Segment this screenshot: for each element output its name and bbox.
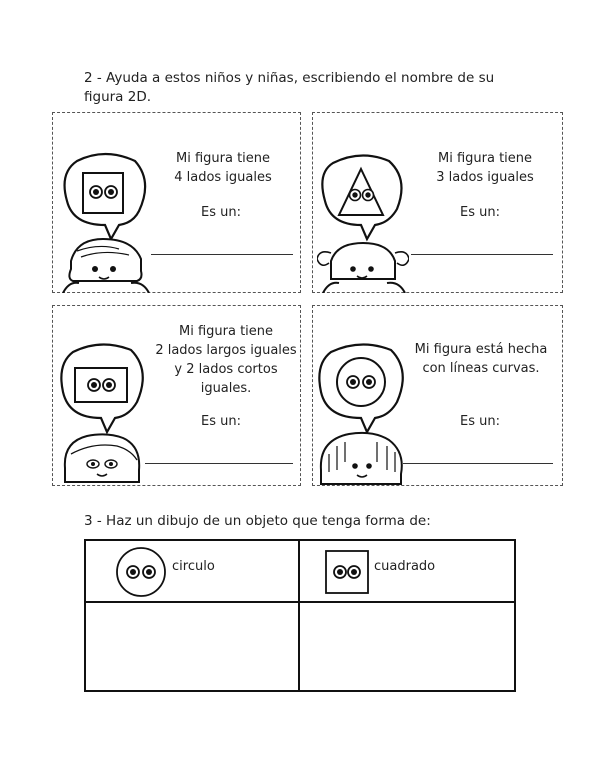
card-line: Mi figura está hecha (414, 342, 548, 357)
header-cell-square: cuadrado (298, 539, 516, 603)
card-line: Mi figura tiene (178, 324, 274, 339)
card-line: Mi figura tiene (437, 151, 533, 166)
drawing-area-circle[interactable] (84, 601, 300, 692)
question-3: 3 - Haz un dibujo de un objeto que tenga… (84, 513, 431, 529)
shape-label-cuadrado: cuadrado (374, 559, 436, 574)
card-triangle: Mi figura tiene 3 lados iguales Es un: (312, 112, 563, 293)
answer-label: Es un: (460, 414, 500, 429)
child-with-triangle-icon (317, 154, 409, 293)
drawing-area-square[interactable] (298, 601, 516, 692)
card-line: y 2 lados cortos (174, 362, 278, 377)
card-line: 2 lados largos iguales (155, 343, 297, 358)
card-text: Mi figura tiene 3 lados iguales (415, 149, 555, 187)
card-circle: Mi figura está hecha con líneas curvas. … (312, 305, 563, 486)
square-face-icon (325, 550, 369, 594)
card-line: Mi figura tiene (175, 151, 271, 166)
question-2-line-1: 2 - Ayuda a estos niños y niñas, escribi… (84, 70, 495, 86)
card-line: 3 lados iguales (436, 170, 534, 185)
card-square: Mi figura tiene 4 lados iguales Es un: (52, 112, 301, 293)
question-2-line-2: figura 2D. (84, 89, 152, 105)
header-cell-circle: circulo (84, 539, 300, 603)
shape-label-circulo: circulo (172, 559, 215, 574)
circle-face-icon (116, 547, 166, 597)
answer-line[interactable] (145, 463, 293, 464)
card-line: con líneas curvas. (422, 361, 540, 376)
child-with-square-icon (62, 152, 150, 293)
answer-label: Es un: (201, 414, 241, 429)
answer-line[interactable] (411, 254, 553, 255)
child-with-circle-icon (318, 343, 404, 485)
child-with-rectangle-icon (60, 343, 144, 483)
card-line: iguales. (200, 381, 252, 396)
card-text: Mi figura tiene 4 lados iguales (153, 149, 293, 187)
card-line: 4 lados iguales (174, 170, 272, 185)
card-rectangle: Mi figura tiene 2 lados largos iguales y… (52, 305, 301, 486)
answer-label: Es un: (201, 205, 241, 220)
answer-label: Es un: (460, 205, 500, 220)
answer-line[interactable] (403, 463, 553, 464)
card-text: Mi figura está hecha con líneas curvas. (401, 340, 561, 378)
card-text: Mi figura tiene 2 lados largos iguales y… (151, 322, 301, 398)
drawing-table: circulo cuadrado (84, 539, 516, 692)
answer-line[interactable] (151, 254, 293, 255)
